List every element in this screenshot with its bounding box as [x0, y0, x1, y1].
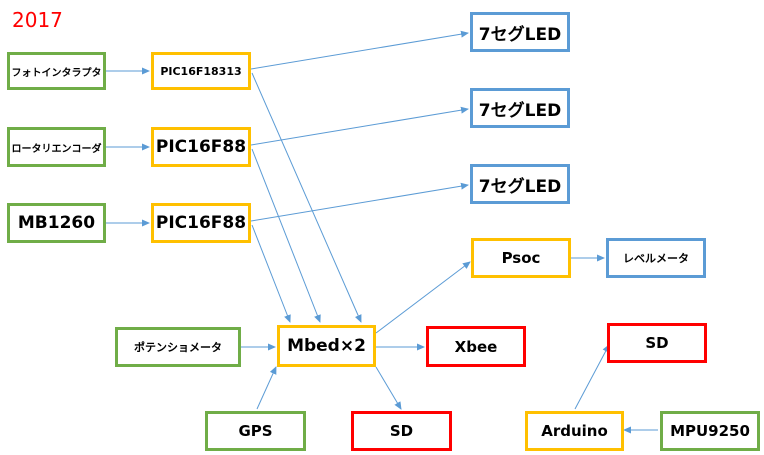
psoc-node: Psoc [471, 238, 571, 278]
diagram-year-title: 2017 [12, 8, 63, 32]
rotary-encoder-node: ロータリエンコーダ [7, 127, 106, 167]
arrow-pic16f18313-to-seg-led-1 [250, 30, 469, 70]
gps-node: GPS [205, 411, 306, 451]
mbed-node: Mbed×2 [277, 325, 376, 367]
arrow-pic16f88-b-to-seg-led-3 [250, 182, 469, 222]
arrow-pic16f88-a-to-seg-led-2 [250, 106, 469, 146]
arrow-mbed-to-sd [375, 366, 402, 410]
potentiometer-node: ポテンショメータ [115, 327, 241, 367]
pic16f18313-node: PIC16F18313 [151, 52, 251, 90]
pic16f88-a-node: PIC16F88 [151, 127, 251, 167]
arrow-pic16f88-b-to-mbed [251, 224, 291, 323]
sd-arduino-node: SD [607, 323, 707, 363]
sd-mbed-node: SD [351, 411, 452, 451]
seg-led-3-node: 7セグLED [470, 164, 570, 204]
seg-led-1-node: 7セグLED [470, 12, 570, 52]
mpu9250-node: MPU9250 [660, 411, 760, 451]
photointerrupter-node: フォトインタラプタ [7, 52, 106, 90]
mb1260-node: MB1260 [7, 203, 106, 243]
level-meter-node: レベルメータ [606, 238, 706, 278]
seg-led-2-node: 7セグLED [470, 88, 570, 128]
xbee-node: Xbee [426, 326, 526, 367]
arrow-pic16f88-a-to-mbed [251, 148, 321, 323]
pic16f88-b-node: PIC16F88 [151, 203, 251, 243]
arrow-arduino-to-sd [574, 344, 610, 410]
arrow-gps-to-mbed [256, 366, 277, 410]
arrow-pic16f18313-to-mbed [251, 72, 362, 323]
arduino-node: Arduino [525, 411, 624, 451]
arrow-mbed-to-psoc [375, 261, 471, 334]
